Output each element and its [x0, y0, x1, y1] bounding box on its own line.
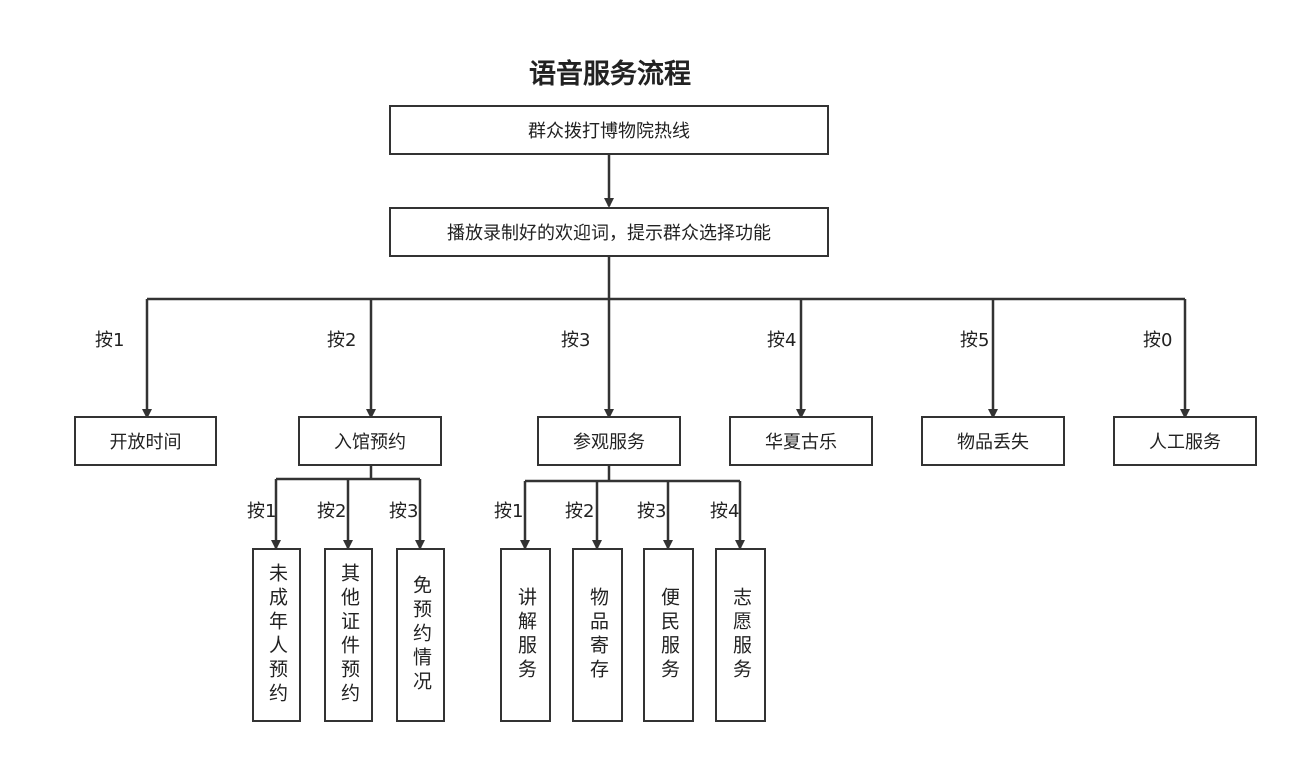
node-other-id-reservation: 其他证件预约: [324, 548, 373, 722]
menu-key-label: 按5: [960, 330, 990, 351]
menu-key-label: 按1: [95, 330, 125, 351]
node-item-storage: 物品寄存: [572, 548, 623, 722]
menu-key-label: 按2: [327, 330, 357, 351]
node-visit-services: 参观服务: [537, 416, 681, 466]
node-human-service: 人工服务: [1113, 416, 1257, 466]
node-lost-items: 物品丢失: [921, 416, 1065, 466]
reservation-key-label: 按3: [389, 501, 419, 522]
visit-key-label: 按4: [710, 501, 740, 522]
node-entry-reservation: 入馆预约: [298, 416, 442, 466]
diagram-title: 语音服务流程: [529, 59, 691, 90]
node-no-reservation-cases: 免预约情况: [396, 548, 445, 722]
node-opening-hours: 开放时间: [74, 416, 217, 466]
node-hotline-call: 群众拨打博物院热线: [389, 105, 829, 155]
node-convenience-service: 便民服务: [643, 548, 694, 722]
reservation-key-label: 按1: [247, 501, 277, 522]
visit-key-label: 按2: [565, 501, 595, 522]
node-minor-reservation: 未成年人预约: [252, 548, 301, 722]
visit-key-label: 按1: [494, 501, 524, 522]
menu-key-label: 按4: [767, 330, 797, 351]
visit-key-label: 按3: [637, 501, 667, 522]
node-guide-service: 讲解服务: [500, 548, 551, 722]
menu-key-label: 按0: [1143, 330, 1173, 351]
reservation-key-label: 按2: [317, 501, 347, 522]
menu-key-label: 按3: [561, 330, 591, 351]
node-huaxia-music: 华夏古乐: [729, 416, 873, 466]
node-volunteer-service: 志愿服务: [715, 548, 766, 722]
node-welcome-message: 播放录制好的欢迎词，提示群众选择功能: [389, 207, 829, 257]
